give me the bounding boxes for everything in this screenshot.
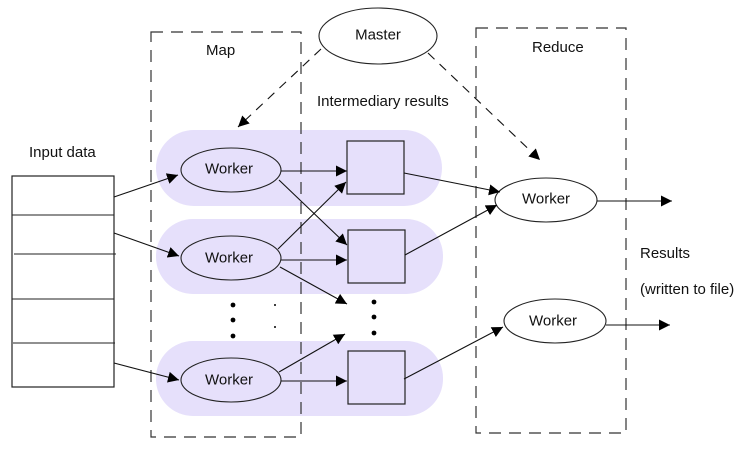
- input-data-stack: [11, 175, 116, 388]
- results-note-label: (written to file): [640, 281, 734, 298]
- reduce-group-box: [475, 27, 627, 434]
- map-worker-2-label: Worker: [205, 250, 253, 267]
- intermediary-results-label: Intermediary results: [317, 93, 449, 110]
- ellipsis-dot-small: [274, 326, 276, 328]
- edge-box-2-to-reduce-1: [404, 204, 498, 256]
- ellipsis-dot-small: [274, 304, 276, 306]
- master-node-label: Master: [355, 27, 401, 44]
- edge-input-2-to-worker-2: [113, 232, 180, 258]
- ellipsis-dot: [230, 317, 236, 323]
- edge-master-to-reduce: [427, 52, 541, 161]
- map-group-box: [150, 31, 302, 438]
- map-worker-3: Worker: [180, 357, 282, 403]
- map-worker-3-label: Worker: [205, 372, 253, 389]
- reduce-worker-1-label: Worker: [522, 191, 570, 208]
- intermediate-box-2: [347, 229, 406, 284]
- edge-worker-1-to-box-2: [278, 179, 348, 246]
- intermediate-box-1: [346, 140, 405, 195]
- results-label: Results: [640, 245, 690, 262]
- ellipsis-dot: [230, 333, 236, 339]
- edge-worker-2-to-ellipsis: [279, 266, 348, 305]
- edge-box-1-to-reduce-1: [403, 172, 501, 196]
- reduce-label: Reduce: [532, 39, 584, 56]
- edge-worker-3-to-ellipsis: [278, 333, 346, 373]
- ellipsis-dot: [230, 302, 236, 308]
- map-worker-1: Worker: [180, 147, 282, 193]
- edge-input-5-to-worker-3: [113, 362, 180, 383]
- map-label: Map: [206, 42, 235, 59]
- intermediate-box-3: [347, 350, 406, 405]
- input-data-label: Input data: [29, 144, 96, 161]
- edge-input-1-to-worker-1: [113, 173, 179, 198]
- reduce-worker-2-label: Worker: [529, 313, 577, 330]
- master-node: Master: [318, 7, 438, 65]
- edge-box-3-to-reduce-2: [403, 326, 504, 380]
- map-worker-1-label: Worker: [205, 161, 253, 178]
- map-worker-2: Worker: [180, 235, 282, 281]
- input-data-box: [11, 175, 115, 388]
- ellipsis-dot: [371, 299, 377, 305]
- ellipsis-dot: [371, 330, 377, 336]
- edge-master-to-map: [237, 48, 322, 128]
- reduce-worker-2: Worker: [503, 298, 607, 344]
- reduce-worker-1: Worker: [494, 177, 598, 223]
- edge-worker-2-to-box-1: [277, 181, 347, 250]
- ellipsis-dot: [371, 314, 377, 320]
